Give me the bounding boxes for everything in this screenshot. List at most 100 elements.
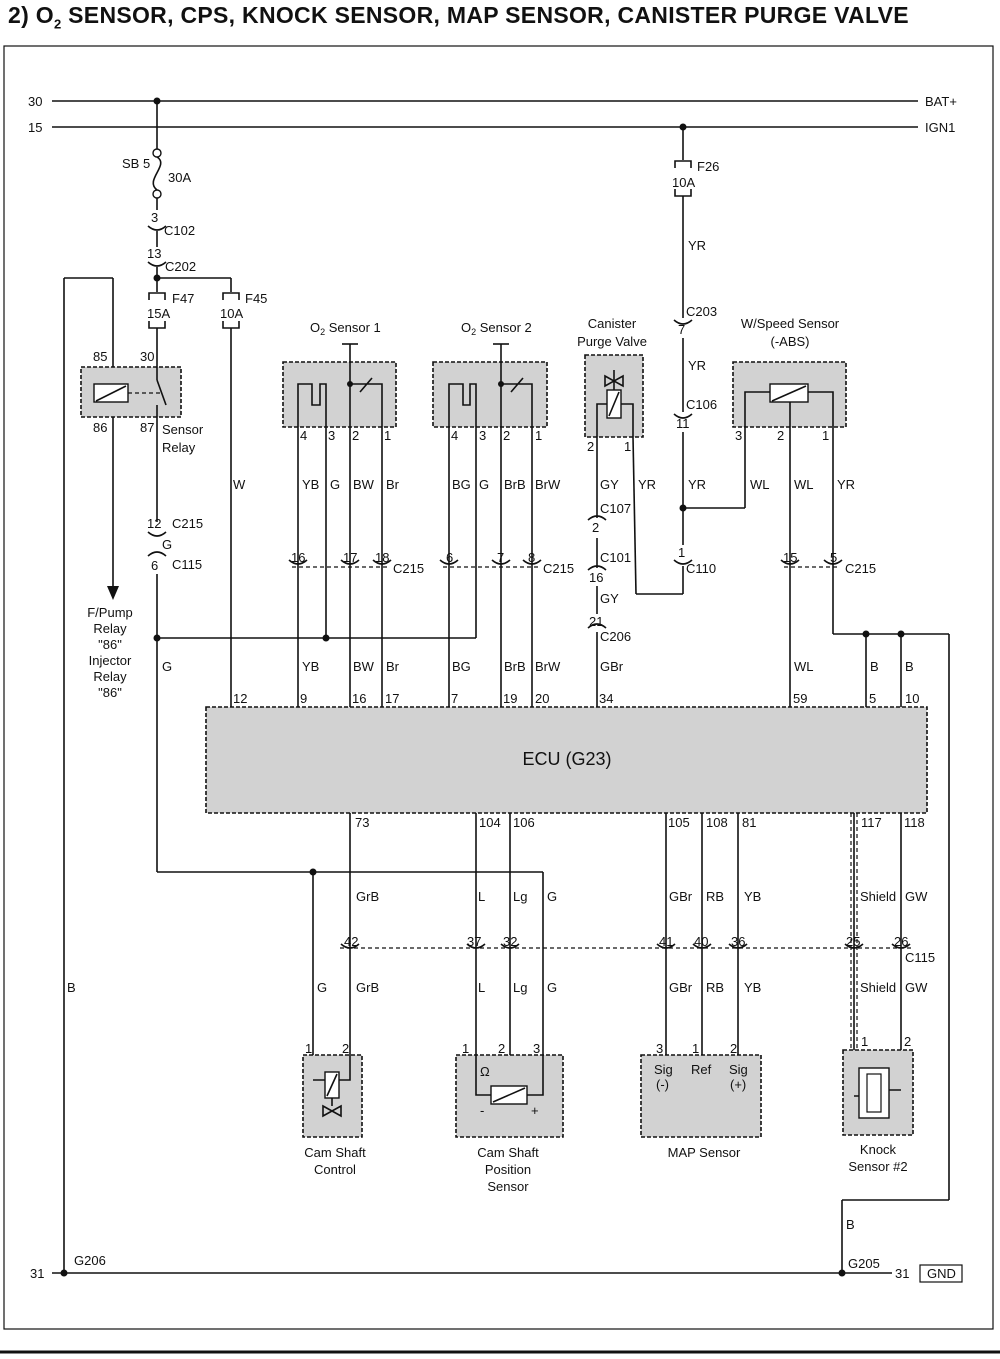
o2s2-pin-2: 2 <box>503 428 510 443</box>
c115-pin-36: 36 <box>731 934 745 949</box>
cam-shaft-control: 1 2 Cam Shaft Control <box>302 1041 366 1177</box>
f26-amp: 10A <box>672 175 695 190</box>
fpump-label-1: F/Pump <box>87 605 133 620</box>
c203-pin: 7 <box>678 322 685 337</box>
g205-label: G205 <box>848 1256 880 1271</box>
fpump-label-2: Relay <box>93 621 127 636</box>
f26-label: F26 <box>697 159 719 174</box>
o2-sensor-2: O2 Sensor 2 4 3 2 1 BG G BrB BrW BG BrB … <box>432 320 561 707</box>
o2s2-wire-g: G <box>479 477 489 492</box>
ecu-g23: ECU (G23) 12 9 16 17 7 19 20 34 59 5 10 … <box>205 691 928 830</box>
o2s1-title-sub: 2 <box>320 327 325 337</box>
o2s2-pin-1: 1 <box>535 428 542 443</box>
o2s2-wire-brw: BrW <box>535 477 561 492</box>
f45-wire-color: W <box>233 477 246 492</box>
harness-wire-l-2: L <box>478 980 485 995</box>
o2s2-heater-icon <box>448 383 477 427</box>
wspeed-label-1: W/Speed Sensor <box>741 316 840 331</box>
c115-relay-label: C115 <box>172 557 202 572</box>
o2s2-wire-bg-low: BG <box>452 659 471 674</box>
wspeed-pin-1: 1 <box>822 428 829 443</box>
c101-pin: 16 <box>589 570 603 585</box>
ecu-ground-wire-b-1: B <box>870 659 879 674</box>
map-sig-neg-2: (-) <box>656 1077 669 1092</box>
o2s2-box <box>432 361 548 428</box>
c215-pin-17: 17 <box>343 550 357 565</box>
g205-wire-b: B <box>846 1217 855 1232</box>
wspeed-pin-3: 3 <box>735 428 742 443</box>
gnd-box <box>919 1264 963 1283</box>
c215-relay-label: C215 <box>172 516 203 531</box>
ecu-pin-7: 7 <box>451 691 458 706</box>
relay-switch-icon <box>156 379 167 406</box>
ign1-label: IGN1 <box>925 120 955 135</box>
knock-label-1: Knock <box>860 1142 897 1157</box>
o2-sensor-1: O2 Sensor 1 4 3 2 1 YB G BW Br YB BW Br <box>282 320 400 707</box>
c107-label: C107 <box>600 501 631 516</box>
gnd-label: GND <box>927 1266 956 1281</box>
relay-pin-30: 30 <box>140 349 154 364</box>
canister-purge-valve: Canister Purge Valve 2 1 GY YR C107 2 C1… <box>577 316 683 707</box>
f47-label: F47 <box>172 291 194 306</box>
campos-label-1: Cam Shaft <box>477 1145 539 1160</box>
campos-label-2: Position <box>485 1162 531 1177</box>
arrow-down-icon <box>107 586 119 600</box>
harness-wire-gw-1: GW <box>905 889 928 904</box>
c215-pin-8: 8 <box>528 550 535 565</box>
o2s1-pin-2: 2 <box>352 428 359 443</box>
o2s2-wire-brb-low: BrB <box>504 659 526 674</box>
canister-wire-yr: YR <box>638 477 656 492</box>
ecu-pin-106: 106 <box>513 815 535 830</box>
knock-pin-2: 2 <box>904 1034 911 1049</box>
c215-relay-wire-color: G <box>162 537 172 552</box>
harness-wire-shield-2: Shield <box>860 980 896 995</box>
f45-amp: 10A <box>220 306 243 321</box>
valve-icon <box>604 374 624 388</box>
page-title: 2) O2 SENSOR, CPS, KNOCK SENSOR, MAP SEN… <box>8 2 909 32</box>
knock-label-2: Sensor #2 <box>848 1159 907 1174</box>
harness-wire-gbr-2: GBr <box>669 980 693 995</box>
o2s1-wire-br: Br <box>386 477 400 492</box>
o2s2-wire-brw-low: BrW <box>535 659 561 674</box>
map-pin-3: 3 <box>656 1041 663 1056</box>
campos-pin-2: 2 <box>498 1041 505 1056</box>
f26-branch: F26 10A YR C203 7 YR C106 11 YR 1 C110 <box>672 123 770 594</box>
c215-label-3: C215 <box>845 561 876 576</box>
campos-pin-1: 1 <box>462 1041 469 1056</box>
ecu-pin-118: 118 <box>904 815 925 830</box>
rail-31-right-label: 31 <box>895 1266 909 1281</box>
harness-wire-l-1: L <box>478 889 485 904</box>
wspeed-wire-wl-1: WL <box>750 477 770 492</box>
c215-pin-18: 18 <box>375 550 389 565</box>
campos-plus: + <box>531 1103 539 1118</box>
harness-wire-gbr-1: GBr <box>669 889 693 904</box>
ecu-pin-81: 81 <box>742 815 756 830</box>
camctl-pin-2: 2 <box>342 1041 349 1056</box>
o2s1-wire-bw: BW <box>353 477 375 492</box>
c215-label-1: C215 <box>393 561 424 576</box>
ecu-pin-20: 20 <box>535 691 549 706</box>
c115-pin-25: 25 <box>846 934 860 949</box>
ecu-pin-5: 5 <box>869 691 876 706</box>
c115-pin-37: 37 <box>467 934 481 949</box>
wheel-speed-sensor: W/Speed Sensor (-ABS) 3 2 1 WL WL YR WL … <box>732 316 950 1273</box>
harness-wire-lg-1: Lg <box>513 889 527 904</box>
ecu-pin-108: 108 <box>706 815 728 830</box>
ecu-pin-16: 16 <box>352 691 366 706</box>
canister-wire-gbr: GBr <box>600 659 624 674</box>
o2s2-title-sub: 2 <box>471 327 476 337</box>
ecu-pin-59: 59 <box>793 691 807 706</box>
canister-label-2: Purge Valve <box>577 334 647 349</box>
title-subscript: 2 <box>53 16 62 32</box>
harness-wire-rb-1: RB <box>706 889 724 904</box>
ecu-pin-117: 117 <box>861 815 882 830</box>
g206-label: G206 <box>74 1253 106 1268</box>
c215-connector-row: 16 17 18 C215 6 7 8 C215 15 5 C215 <box>288 550 876 576</box>
c215-pin-16: 16 <box>291 550 305 565</box>
ecu-pin-104: 104 <box>479 815 501 830</box>
o2s1-wire-yb: YB <box>302 477 319 492</box>
harness-wire-yb-1: YB <box>744 889 761 904</box>
c106-label: C106 <box>686 397 717 412</box>
c106-pin: 11 <box>676 416 690 431</box>
c206-label: C206 <box>600 629 631 644</box>
